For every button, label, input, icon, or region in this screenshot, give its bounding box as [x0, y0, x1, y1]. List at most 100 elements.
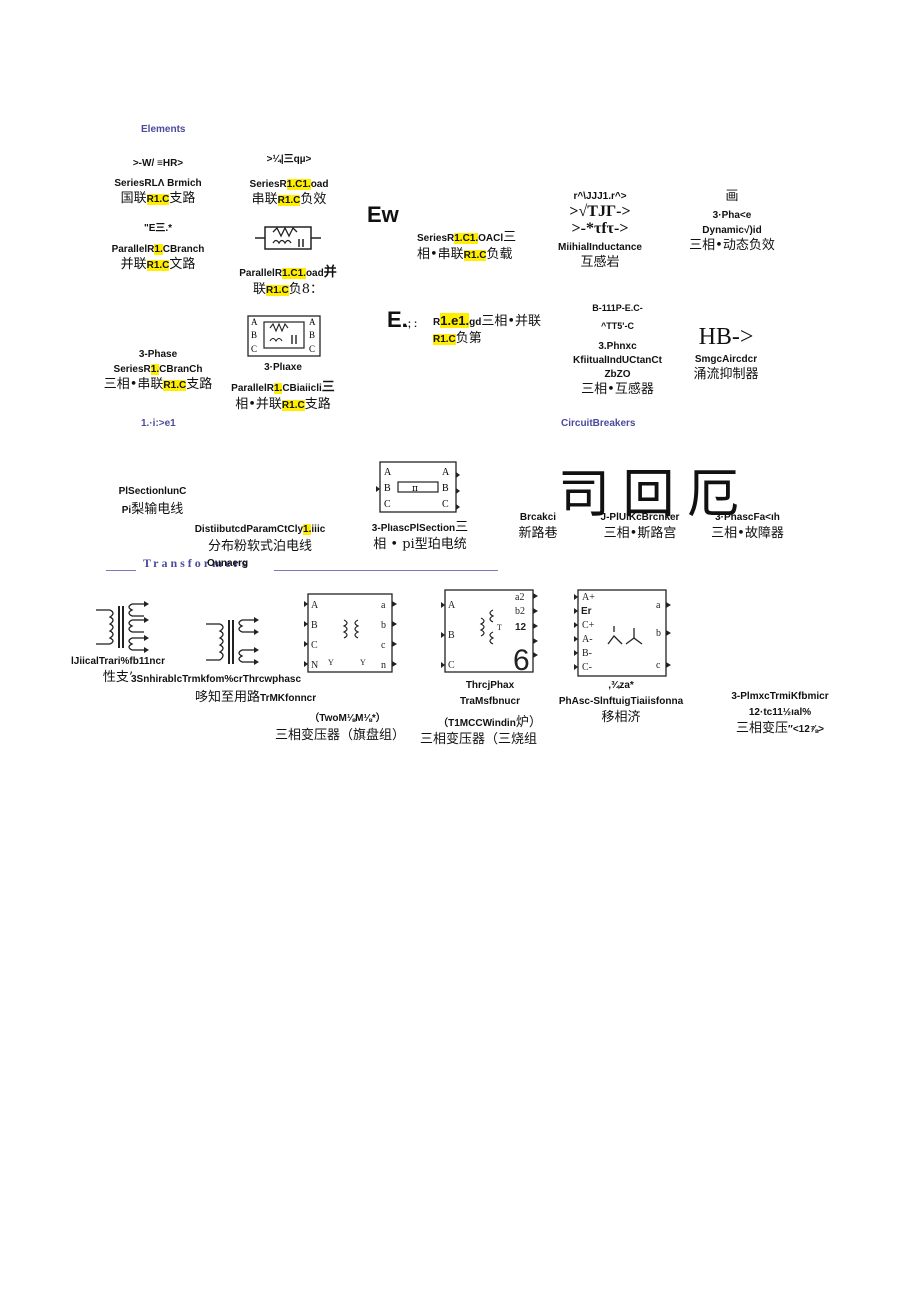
svg-text:a: a [381, 600, 386, 611]
svg-text:B: B [251, 330, 257, 340]
block-name-en: SmgcAircdcr [694, 354, 758, 365]
block-name-zh: 性支’ [102, 670, 134, 685]
svg-text:A: A [311, 600, 319, 611]
block-name-en: R1.e1.gd三相•并联 [433, 313, 542, 329]
block-symbol: B-111P-E.C- [592, 303, 643, 313]
block-name-en: KfiitualIndUCtanCt [573, 355, 662, 366]
block-name-en: PlSectionlunC [118, 486, 187, 497]
three-phase-dynamic-load-block[interactable]: 画 3·Pha<e Dynamic√)id 三相•动态负效 [672, 188, 792, 254]
three-phase-parallel-rlc-branch-icon: A B C A B C [247, 315, 321, 357]
block-name-zh: 三相变压器（旗盘组） [275, 728, 406, 743]
three-phase-pi-section-icon: A B C A B C π [376, 461, 460, 513]
svg-text:C+: C+ [582, 620, 595, 631]
parallel-rlc-branch-block[interactable]: "E三.* ParallelR1.CBranch 并联R1.C文路 [98, 222, 218, 273]
three-phase-two-winding-transformer-block[interactable]: （TwoM⅛M⅛*） 三相变压器（旗盘组） [275, 712, 420, 744]
linear-transformer-icon [96, 601, 149, 653]
block-symbol: HB-> [698, 324, 754, 350]
series-rlc-load-block[interactable]: >¼|三qµ> SeriesR1.C1.oad 串联R1.C负效 [234, 153, 344, 208]
block-name-en: 3-PlmxcTrmiKfbmicr [731, 691, 829, 702]
svg-text:Er: Er [581, 606, 592, 617]
block-name-en: J-PlUlKcBrcnker [600, 512, 680, 523]
three-phase-series-rlc-branch-block[interactable]: 3-Phase SeriesR1.CBranCh 三相•串联R1.C支路 [88, 348, 228, 393]
block-symbol: "E三.* [143, 223, 173, 234]
block-name-en: DistiibutcdParamCtCly1.iiic [194, 524, 326, 535]
svg-text:B-: B- [582, 648, 592, 659]
svg-text:A: A [309, 317, 316, 327]
svg-text:a: a [656, 600, 661, 611]
block-symbol: r^\JJJ1.r^> [573, 191, 627, 202]
three-phase-fault-block[interactable]: 3·PhascFa<ıh 三相•故障器 [700, 511, 795, 542]
parallel-rlc-load-block[interactable]: ParallelR1.C1.oad并 联R1.C负8： [228, 264, 348, 298]
svg-text:6: 6 [513, 644, 530, 674]
svg-text:B: B [384, 483, 391, 494]
svg-text:b: b [656, 628, 661, 639]
block-name-zh: 相•并联R1.C支路 [235, 397, 331, 412]
block-name-en: SeriesR1.C1.oad [249, 179, 329, 190]
block-name-en: ZbZO [604, 369, 631, 380]
block-name-en: SeriesRLΛ Brmich [114, 178, 202, 189]
series-rl-branch-block[interactable]: >-W/ ≡HR> SeriesRLΛ Brmich 国联R1.C支路 [98, 157, 218, 207]
block-name-zh: 哆知至用路TrMKfonncr [195, 690, 317, 705]
three-phase-two-winding-transformer-icon: A B C N a b c n Y Y [304, 593, 397, 673]
saturable-transformer-icon [206, 617, 259, 665]
three-phase-breaker-block[interactable]: J-PlUlKcBrcnker 三相•斯路宫 [585, 511, 695, 542]
block-name-zh: R1.C负第 [433, 331, 482, 346]
surge-arrester-block[interactable]: HB-> SmgcAircdcr 涌流抑制器 [676, 324, 776, 383]
block-name-en: Dynamic√)id [702, 225, 762, 236]
distributed-parameter-line-block[interactable]: DistiibutcdParamCtCly1.iiic 分布粉软式泊电线 [180, 523, 340, 555]
linear-transformer-block[interactable]: lJiicalTrari%fb11ncr 性支’ [58, 655, 178, 686]
block-name-en: 3-Phase [138, 349, 178, 360]
block-name-zh: 移相济 [601, 710, 641, 725]
block-name-en: PhAsc-SlnftuigTiaiisfonna [558, 696, 684, 707]
svg-text:A: A [251, 317, 258, 327]
block-name-zh: 相•串联R1.C负载 [417, 247, 513, 262]
block-name-en: 12·tc11½ıal% [748, 707, 812, 718]
three-phase-parallel-rlc-load-block[interactable]: R1.e1.gd三相•并联 R1.C负第 [433, 312, 553, 347]
three-phase-three-winding-transformer-block[interactable]: ThrcjPhax TraMsfbnucr （T1MCCWindin炉） 三相变… [420, 679, 555, 748]
block-name-en: TraMsfbnucr [459, 696, 520, 707]
breaker-icons: 司 回 厄 [558, 465, 739, 525]
block-name-en: （TwoM⅛M⅛*） [309, 713, 386, 724]
block-name-zh: 三相•互感器 [581, 382, 654, 397]
block-symbol: >√TJΓ-> [569, 203, 631, 220]
block-name-en: 3SnhirablcTrmkfom%crThrcwphasc [131, 674, 302, 685]
mutual-inductance-block[interactable]: r^\JJJ1.r^> >√TJΓ-> >-*τfτ-> MiihialIndu… [545, 190, 655, 271]
breaker-block[interactable]: Brcakci 新路巷 [503, 511, 573, 542]
svg-text:A-: A- [582, 634, 593, 645]
phase-shifting-transformer-icon: A+ Er C+ A- B- C- a b c [574, 589, 671, 677]
three-phase-three-winding-transformer-icon: A B C a2 b2 12 T 6 [441, 589, 538, 674]
svg-text:A: A [384, 467, 392, 478]
svg-text:A+: A+ [582, 592, 595, 603]
pi-section-line-block[interactable]: PlSectionlunC Pi梨输电线 [90, 485, 215, 518]
svg-text:T: T [497, 623, 502, 632]
svg-text:B: B [442, 483, 449, 494]
block-name-zh: 三相•动态负效 [689, 238, 775, 253]
svg-text:c: c [381, 640, 386, 651]
three-phase-parallel-rlc-load-symbol: E. [387, 307, 408, 332]
phase-shifting-transformer-block[interactable]: ,¾za* PhAsc-SlnftuigTiaiisfonna 移相济 [546, 679, 696, 726]
block-name-en: MiihialInductance [558, 242, 642, 253]
block-name-en: ParallelR1.C1.oad并 [239, 265, 337, 280]
three-phase-mutual-inductance-block[interactable]: B-111P-E.C- ^TT5'-C 3.Phnxc KfiitualIndU… [555, 302, 680, 398]
parallel-rlc-load-icon [255, 226, 321, 250]
three-phase-pi-section-block[interactable]: 3-PlιascPlSection三 相 • pi型珀电统 [360, 518, 480, 553]
block-name-zh: 互感岩 [580, 255, 620, 270]
transformers-section-title: Transformers [143, 556, 250, 570]
svg-text:n: n [381, 660, 386, 671]
three-phase-series-rlc-load-block[interactable]: SeriesR1.C1.OACl三 相•串联R1.C负载 [417, 228, 532, 263]
twelve-terminal-transformer-block[interactable]: 3-PlmxcTrmiKfbmicr 12·tc11½ıal% 三相变压″<12… [710, 690, 850, 737]
svg-text:N: N [311, 660, 318, 671]
saturable-transformer-block[interactable]: 3SnhirablcTrmkfom%crThrcwphasc 哆知至用路TrMK… [131, 673, 341, 706]
svg-text:C: C [251, 344, 257, 354]
block-name-zh: 相 • pi型珀电统 [373, 537, 467, 552]
lines-section-title: 1.·i:>e1 [141, 418, 176, 429]
block-name-zh: 串联R1.C负效 [251, 192, 327, 207]
svg-text:C: C [384, 499, 391, 510]
three-phase-parallel-rlc-branch-block[interactable]: 3·Plιaxe ParallelR1.CBiaiicli三 相•并联R1.C支… [218, 361, 348, 413]
block-symbol: .; : [405, 319, 418, 330]
svg-text:12: 12 [515, 622, 527, 633]
block-name-zh: 联R1.C负8： [252, 282, 324, 297]
svg-text:b: b [381, 620, 386, 631]
circuit-breakers-section-title: CircuitBreakers [561, 418, 636, 429]
block-name-zh: 三相变压″<12⅞> [736, 721, 824, 736]
